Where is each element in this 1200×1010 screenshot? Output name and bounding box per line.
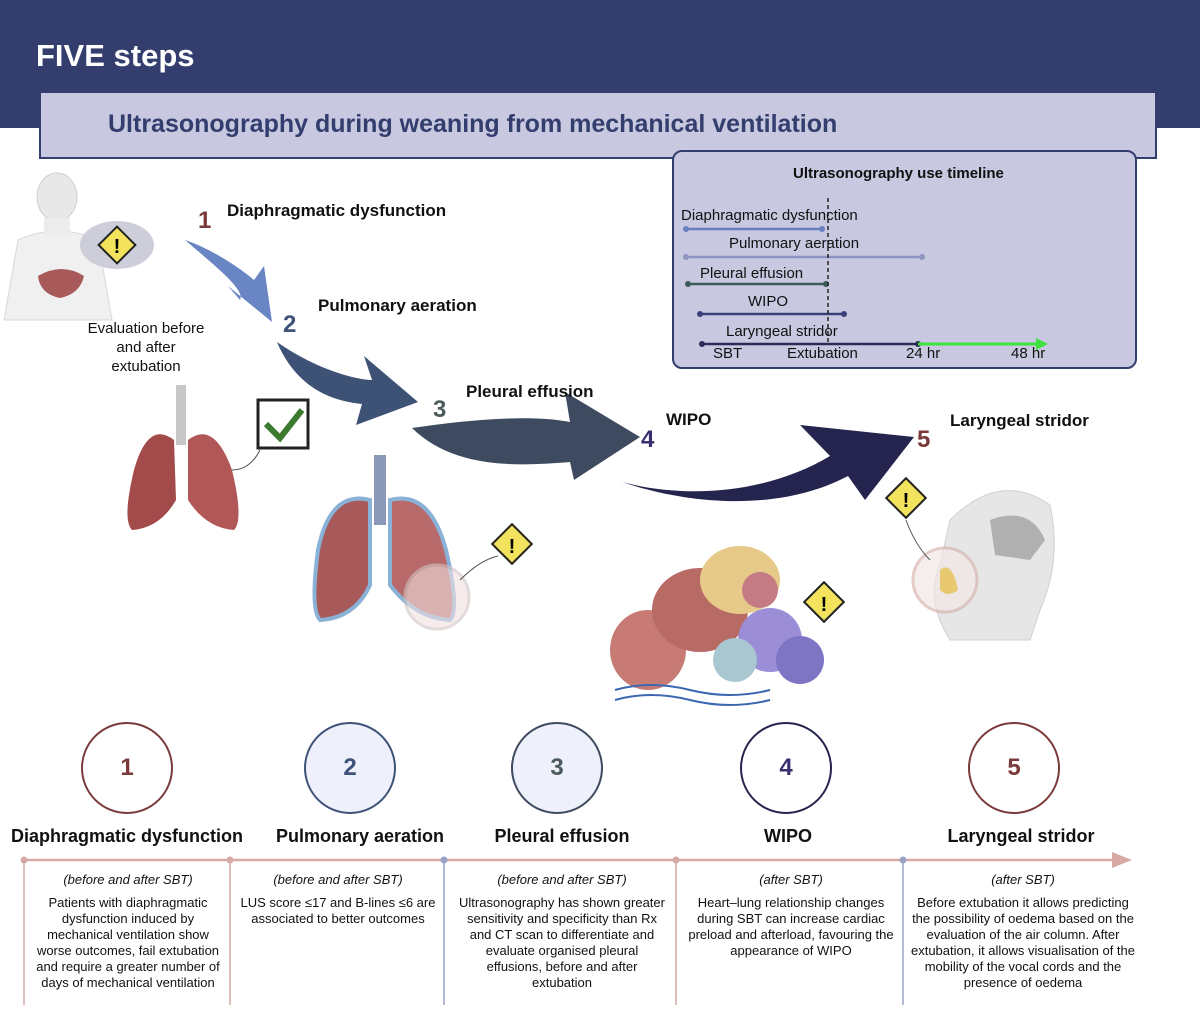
- svg-text:!: !: [509, 536, 516, 558]
- circle-step-2: 2: [304, 722, 396, 814]
- timeline-dots: [20, 856, 907, 864]
- timeline-label-aeration: Pulmonary aeration: [729, 235, 860, 252]
- bottom-timeline-arrowhead: [1112, 852, 1132, 868]
- timeline-axis-sbt: SBT: [713, 345, 743, 362]
- step-label-1: Diaphragmatic dysfunction: [227, 201, 447, 220]
- step-number-2: 2: [283, 311, 297, 338]
- larynx-illustration: !: [884, 476, 1055, 641]
- column-desc-1: Patients with diaphragmatic dysfunction …: [36, 895, 220, 990]
- timeline-axis-48hr: 48 hr: [1011, 345, 1046, 362]
- step-label-3: Pleural effusion: [466, 382, 594, 401]
- step-label-5: Laryngeal stridor: [950, 411, 1089, 430]
- column-title-4: WIPO: [764, 826, 812, 846]
- flow-arrow-4: [622, 425, 914, 502]
- flow-arrow-2: [277, 342, 418, 425]
- flow-arrow-3: [412, 392, 640, 480]
- alveoli-illustration: !: [610, 546, 846, 706]
- flow-arrow-1: [185, 240, 272, 322]
- timeline-box: [672, 150, 1137, 369]
- lungs-healthy-illustration: [127, 385, 310, 530]
- timeline-axis-extubation: Extubation: [787, 345, 858, 362]
- page-subtitle: Ultrasonography during weaning from mech…: [108, 110, 838, 138]
- step-label-2: Pulmonary aeration: [318, 296, 477, 315]
- column-title-2: Pulmonary aeration: [275, 826, 445, 846]
- column-when-3: (before and after SBT): [497, 872, 627, 887]
- torso-illustration: !: [3, 172, 154, 321]
- timeline-label-stridor: Laryngeal stridor: [726, 323, 838, 340]
- column-when-5: (after SBT): [991, 872, 1055, 887]
- column-when-1: (before and after SBT): [63, 872, 193, 887]
- column-desc-4: Heart–lung relationship changes during S…: [688, 895, 894, 958]
- column-title-3: Pleural effusion: [494, 826, 630, 846]
- column-when-2: (before and after SBT): [273, 872, 403, 887]
- timeline-axis-24hr: 24 hr: [906, 345, 941, 362]
- step-number-1: 1: [198, 207, 212, 234]
- svg-text:!: !: [903, 490, 910, 512]
- page-title: FIVE steps: [36, 38, 195, 73]
- svg-text:!: !: [114, 236, 121, 258]
- subtitle-box: [39, 91, 1157, 159]
- step-number-5: 5: [917, 426, 931, 453]
- step-label-4: WIPO: [666, 410, 712, 429]
- column-when-4: (after SBT): [759, 872, 823, 887]
- svg-text:!: !: [821, 594, 828, 616]
- step-number-3: 3: [433, 396, 447, 423]
- lungs-effusion-illustration: !: [312, 455, 534, 631]
- timeline-title: Ultrasonography use timeline: [793, 165, 1004, 182]
- circle-step-1: 1: [81, 722, 173, 814]
- timeline-label-effusion: Pleural effusion: [700, 265, 804, 282]
- evaluation-text: Evaluation before and after extubation: [87, 320, 205, 375]
- circle-step-4: 4: [740, 722, 832, 814]
- timeline-label-diaphragm: Diaphragmatic dysfunction: [681, 207, 858, 224]
- column-title-1: Diaphragmatic dysfunction: [10, 826, 244, 846]
- step-number-4: 4: [641, 426, 655, 453]
- timeline-label-wipo: WIPO: [748, 293, 788, 310]
- circle-step-5: 5: [968, 722, 1060, 814]
- column-desc-5: Before extubation it allows predicting t…: [910, 895, 1135, 990]
- circle-step-3: 3: [511, 722, 603, 814]
- column-dividers: [23, 860, 904, 1005]
- column-desc-3: Ultrasonography has shown greater sensit…: [459, 895, 665, 990]
- column-desc-2: LUS score ≤17 and B-lines ≤6 are associa…: [240, 895, 436, 926]
- column-title-5: Laryngeal stridor: [947, 826, 1095, 846]
